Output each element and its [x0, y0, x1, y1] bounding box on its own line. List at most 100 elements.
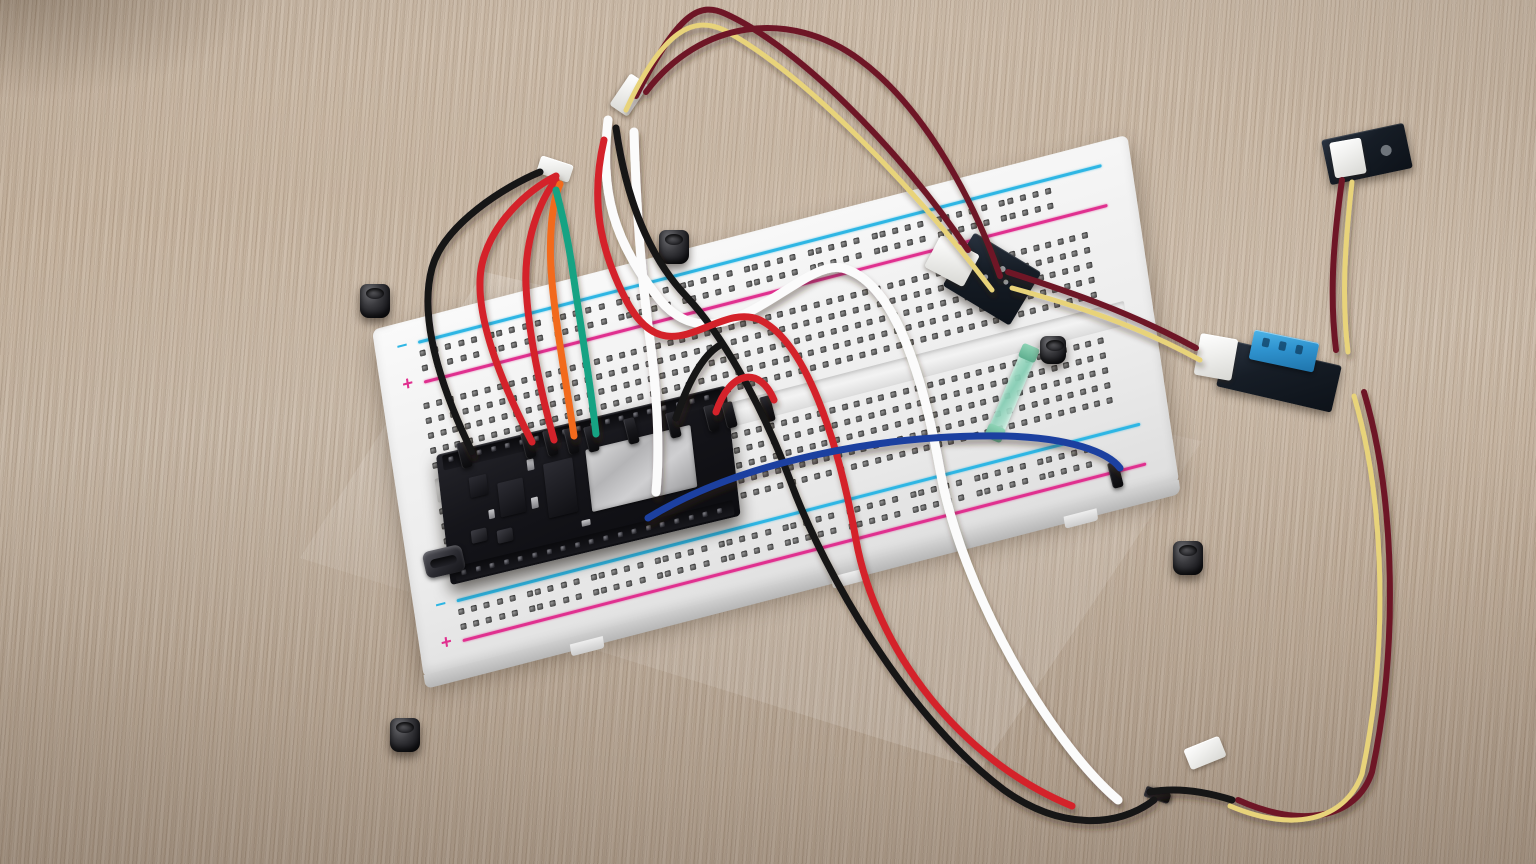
breadboard-hole[interactable] — [830, 258, 837, 267]
breadboard-hole[interactable] — [634, 378, 642, 386]
breadboard-hole[interactable] — [748, 458, 755, 466]
breadboard-hole[interactable] — [1047, 470, 1055, 479]
breadboard-hole[interactable] — [647, 375, 654, 383]
breadboard-hole[interactable] — [636, 561, 644, 570]
breadboard-hole[interactable] — [496, 383, 504, 391]
breadboard-hole[interactable] — [848, 522, 855, 530]
breadboard-hole[interactable] — [510, 341, 518, 349]
breadboard-hole[interactable] — [1044, 187, 1052, 195]
breadboard-hole[interactable] — [884, 438, 892, 447]
breadboard-hole[interactable] — [622, 381, 630, 389]
breadboard-hole[interactable] — [779, 271, 786, 280]
breadboard-hole[interactable] — [844, 339, 852, 348]
breadboard-hole[interactable] — [792, 415, 800, 424]
breadboard-hole[interactable] — [759, 361, 766, 370]
breadboard-hole[interactable] — [642, 345, 650, 353]
breadboard-hole[interactable] — [606, 354, 613, 363]
breadboard-hole[interactable] — [615, 298, 623, 306]
breadboard-hole[interactable] — [827, 312, 835, 321]
breadboard-hole[interactable] — [476, 419, 484, 427]
breadboard-hole[interactable] — [821, 439, 829, 447]
breadboard-hole[interactable] — [933, 426, 941, 434]
breadboard-hole[interactable] — [1094, 399, 1101, 408]
breadboard-hole[interactable] — [679, 335, 686, 344]
breadboard-hole[interactable] — [1008, 212, 1016, 220]
breadboard-hole[interactable] — [1009, 480, 1016, 489]
breadboard-hole[interactable] — [809, 442, 816, 451]
breadboard-hole[interactable] — [996, 484, 1004, 492]
breadboard-hole[interactable] — [915, 305, 923, 314]
breadboard-hole[interactable] — [525, 406, 532, 415]
breadboard-hole[interactable] — [945, 497, 953, 505]
breadboard-hole[interactable] — [871, 348, 878, 356]
breadboard-hole[interactable] — [460, 622, 467, 631]
breadboard-hole[interactable] — [1079, 388, 1087, 396]
breadboard-hole[interactable] — [1006, 465, 1014, 474]
breadboard-hole[interactable] — [909, 491, 917, 499]
breadboard-hole[interactable] — [977, 383, 985, 392]
breadboard-hole[interactable] — [592, 588, 600, 596]
breadboard-hole[interactable] — [600, 586, 608, 594]
breadboard-hole[interactable] — [1076, 279, 1083, 288]
breadboard-hole[interactable] — [807, 248, 814, 257]
breadboard-hole[interactable] — [673, 383, 681, 392]
breadboard-hole[interactable] — [905, 323, 913, 332]
breadboard-hole[interactable] — [896, 435, 904, 443]
breadboard-hole[interactable] — [472, 619, 480, 627]
breadboard-hole[interactable] — [693, 347, 701, 356]
breadboard-hole[interactable] — [944, 329, 951, 337]
breadboard-hole[interactable] — [575, 593, 582, 601]
breadboard-hole[interactable] — [852, 306, 859, 315]
breadboard-hole[interactable] — [975, 368, 983, 377]
breadboard-hole[interactable] — [1086, 261, 1093, 270]
breadboard-hole[interactable] — [638, 308, 646, 316]
breadboard-hole[interactable] — [893, 326, 900, 335]
breadboard-hole[interactable] — [989, 380, 997, 388]
breadboard-hole[interactable] — [751, 531, 759, 540]
breadboard-hole[interactable] — [534, 319, 541, 328]
breadboard-hole[interactable] — [608, 369, 616, 378]
breadboard-hole[interactable] — [677, 566, 684, 575]
breadboard-hole[interactable] — [892, 495, 899, 504]
breadboard-hole[interactable] — [900, 293, 908, 302]
breadboard-hole[interactable] — [1081, 403, 1089, 411]
breadboard-hole[interactable] — [457, 607, 465, 616]
breadboard-hole[interactable] — [906, 238, 914, 247]
breadboard-hole[interactable] — [865, 397, 873, 405]
breadboard-hole[interactable] — [1051, 285, 1059, 294]
breadboard-hole[interactable] — [457, 339, 465, 347]
breadboard-hole[interactable] — [685, 380, 693, 389]
breadboard-hole[interactable] — [695, 362, 703, 370]
breadboard-hole[interactable] — [485, 616, 493, 624]
breadboard-hole[interactable] — [815, 515, 823, 523]
breadboard-hole[interactable] — [683, 365, 691, 374]
breadboard-hole[interactable] — [919, 335, 927, 344]
breadboard-hole[interactable] — [942, 213, 950, 222]
breadboard-hole[interactable] — [1038, 367, 1046, 376]
breadboard-hole[interactable] — [651, 304, 659, 313]
breadboard-hole[interactable] — [755, 425, 763, 433]
breadboard-hole[interactable] — [832, 342, 839, 351]
breadboard-hole[interactable] — [472, 351, 480, 359]
breadboard-hole[interactable] — [981, 204, 988, 212]
breadboard-hole[interactable] — [868, 517, 876, 525]
breadboard-hole[interactable] — [979, 398, 987, 406]
breadboard-hole[interactable] — [751, 263, 759, 271]
breadboard-hole[interactable] — [845, 433, 853, 441]
breadboard-hole[interactable] — [1073, 464, 1080, 472]
breadboard-hole[interactable] — [1101, 366, 1109, 375]
breadboard-hole[interactable] — [878, 315, 886, 323]
breadboard-hole[interactable] — [1032, 244, 1040, 252]
breadboard-hole[interactable] — [840, 240, 848, 248]
breadboard-hole[interactable] — [545, 370, 552, 378]
breadboard-hole[interactable] — [764, 313, 772, 322]
breadboard-hole[interactable] — [572, 309, 580, 318]
breadboard-hole[interactable] — [1060, 467, 1067, 476]
breadboard-hole[interactable] — [586, 390, 593, 399]
breadboard-hole[interactable] — [1099, 352, 1107, 360]
breadboard-hole[interactable] — [870, 426, 877, 435]
breadboard-hole[interactable] — [780, 419, 788, 427]
breadboard-hole[interactable] — [1065, 376, 1072, 384]
breadboard-hole[interactable] — [880, 408, 887, 417]
breadboard-hole[interactable] — [1019, 194, 1027, 202]
